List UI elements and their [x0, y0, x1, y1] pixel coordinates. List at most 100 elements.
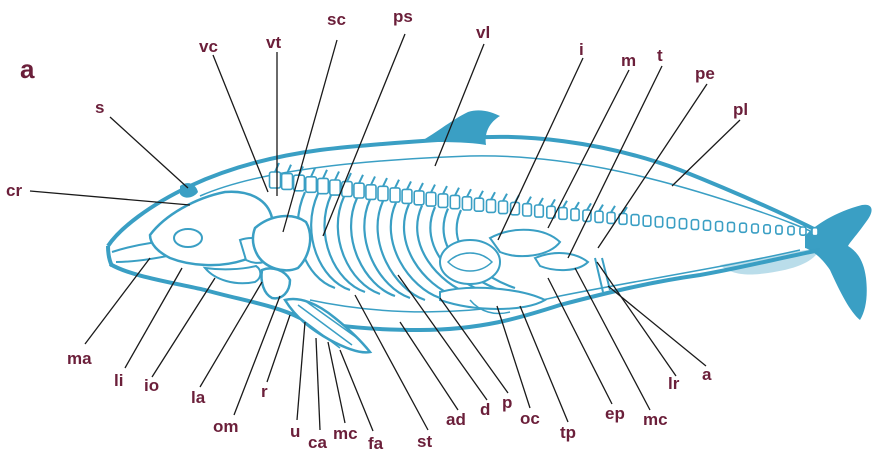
- label-ps: ps: [393, 7, 413, 26]
- label-ca: ca: [308, 433, 327, 452]
- label-om: om: [213, 417, 239, 436]
- vertebra: [812, 228, 818, 236]
- vertebra: [679, 219, 686, 229]
- vertebra: [282, 174, 293, 190]
- neural-spine: [587, 203, 591, 210]
- label-st: st: [417, 432, 432, 451]
- neural-spine: [599, 205, 603, 212]
- neural-spine: [563, 201, 567, 208]
- label-sc: sc: [327, 10, 346, 29]
- vertebra: [776, 226, 782, 235]
- panel-label: a: [20, 54, 35, 84]
- vertebra: [740, 223, 747, 232]
- label-mc-pelvic: mc: [643, 410, 668, 429]
- vertebra: [667, 218, 674, 228]
- neural-spine: [407, 181, 411, 189]
- label-io: io: [144, 376, 159, 395]
- neural-spine: [383, 178, 387, 186]
- label-vt: vt: [266, 33, 281, 52]
- vertebra: [655, 217, 662, 227]
- label-ma: ma: [67, 349, 92, 368]
- vertebra: [788, 226, 794, 234]
- vertebra: [378, 186, 388, 200]
- viscera: [440, 230, 610, 314]
- label-cr: cr: [6, 181, 22, 200]
- vertebra: [438, 194, 447, 208]
- label-lr: lr: [668, 374, 680, 393]
- vertebra: [571, 209, 579, 221]
- label-pe: pe: [695, 64, 715, 83]
- vertebra: [607, 212, 615, 223]
- vertebra: [535, 205, 544, 217]
- label-ep: ep: [605, 404, 625, 423]
- label-li: li: [114, 371, 123, 390]
- label-tp: tp: [560, 423, 576, 442]
- neural-spine: [335, 172, 339, 181]
- label-u: u: [290, 422, 300, 441]
- vertebra: [462, 197, 471, 210]
- label-fa: fa: [368, 434, 384, 453]
- neural-spine: [479, 191, 483, 198]
- vertebra: [643, 216, 651, 227]
- vertebra: [354, 183, 364, 198]
- vertebra: [342, 182, 352, 197]
- neural-spine: [395, 180, 399, 188]
- label-t: t: [657, 46, 663, 65]
- vertebra: [402, 189, 412, 203]
- label-d: d: [480, 400, 490, 419]
- neural-spine: [311, 168, 315, 177]
- neural-spine: [551, 199, 555, 206]
- neural-spine: [371, 177, 375, 185]
- vertebra: [450, 195, 459, 208]
- vertebra: [728, 222, 735, 231]
- neural-spine: [323, 170, 327, 179]
- vertebra: [716, 222, 723, 231]
- neural-spine: [491, 192, 495, 199]
- neural-spine: [503, 194, 507, 201]
- vertebra: [704, 221, 711, 231]
- vertebra: [559, 208, 567, 220]
- vertebra: [595, 211, 603, 222]
- neural-spine: [419, 183, 423, 191]
- vertebra: [487, 200, 496, 213]
- vertebra: [330, 180, 340, 195]
- neural-spine: [527, 197, 531, 204]
- label-p: p: [502, 393, 512, 412]
- vertebra: [306, 177, 317, 193]
- label-vl: vl: [476, 23, 490, 42]
- vertebra: [631, 215, 639, 226]
- neural-spine: [539, 198, 543, 205]
- neural-spine: [431, 185, 435, 193]
- neural-spine: [611, 206, 615, 213]
- vertebra: [390, 188, 400, 202]
- vertebra: [366, 185, 376, 200]
- vertebra: [474, 198, 483, 211]
- neural-spine: [455, 188, 459, 196]
- vertebra: [318, 178, 329, 193]
- neural-spine: [359, 175, 363, 183]
- vertebra: [270, 172, 281, 188]
- vertebra: [691, 220, 698, 230]
- neural-spine: [467, 189, 471, 197]
- label-ad: ad: [446, 410, 466, 429]
- vertebra: [752, 224, 759, 233]
- label-r: r: [261, 382, 268, 401]
- rib: [351, 198, 395, 296]
- label-mc-flipper: mc: [333, 424, 358, 443]
- neural-spine: [443, 186, 447, 194]
- vertebra: [414, 191, 424, 205]
- label-i: i: [579, 40, 584, 59]
- label-la: la: [191, 388, 206, 407]
- vertebra: [426, 192, 436, 206]
- vertebra: [764, 225, 770, 234]
- label-a: a: [702, 365, 712, 384]
- label-pl: pl: [733, 100, 748, 119]
- vertebra: [523, 204, 532, 216]
- leader-lines: [30, 34, 740, 431]
- neural-spine: [575, 202, 579, 209]
- label-vc: vc: [199, 37, 218, 56]
- vertebra: [800, 227, 806, 235]
- label-m: m: [621, 51, 636, 70]
- label-oc: oc: [520, 409, 540, 428]
